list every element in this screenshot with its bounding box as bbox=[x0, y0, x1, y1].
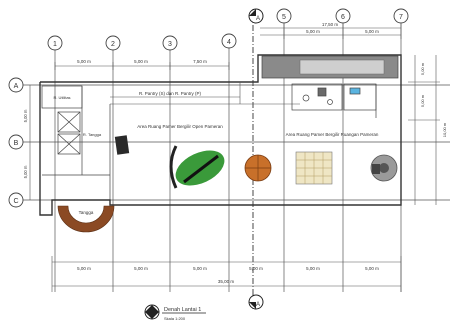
grid-label-4: 4 bbox=[227, 39, 231, 46]
grid-label-6: 6 bbox=[341, 14, 345, 21]
grid-label-1: 1 bbox=[53, 41, 57, 48]
dim-right-3: 10,00 m bbox=[442, 122, 447, 137]
dim-bottom-1: 5,00 m bbox=[77, 266, 91, 271]
dim-bottom-5: 5,00 m bbox=[306, 266, 320, 271]
corridor-label: R. Pantry (S) dan R. Pantry (P) bbox=[139, 91, 202, 96]
grid-label-5: 5 bbox=[282, 14, 286, 21]
dim-bottom-4: 5,00 m bbox=[249, 266, 263, 271]
grid-label-3: 3 bbox=[168, 41, 172, 48]
scale-text: Skala 1:200 bbox=[164, 316, 186, 321]
curved-display-panel bbox=[169, 145, 178, 189]
orange-round-exhibit bbox=[244, 154, 272, 182]
top-dimension-lines bbox=[54, 24, 402, 70]
grid-bubble-1: 1 bbox=[47, 35, 63, 51]
entrance-label: Tangga bbox=[79, 210, 94, 215]
dim-left-2: 5,00 m bbox=[23, 165, 28, 178]
dim-left-1: 5,00 m bbox=[23, 109, 28, 122]
dim-top-right-1: 5,00 m bbox=[306, 29, 320, 34]
grid-bubble-3: 3 bbox=[162, 35, 178, 51]
right-dimension-lines bbox=[408, 55, 440, 205]
grid-label-2: 2 bbox=[111, 41, 115, 48]
grid-bubble-7: 7 bbox=[393, 8, 409, 24]
grid-label-c: C bbox=[13, 198, 18, 205]
section-label-bottom: A bbox=[256, 302, 260, 308]
grid-bubble-6: 6 bbox=[335, 8, 351, 24]
grid-bubble-c: C bbox=[8, 192, 24, 208]
dim-bottom-overall: 35,00 m bbox=[218, 279, 235, 284]
dim-bottom-6: 5,00 m bbox=[365, 266, 379, 271]
grid-bubble-b: B bbox=[8, 134, 24, 150]
seating-grid-exhibit bbox=[295, 151, 333, 185]
bottom-axis-ticks bbox=[51, 256, 402, 292]
section-marker-bottom: A bbox=[248, 294, 264, 310]
grid-label-b: B bbox=[14, 140, 19, 147]
dim-top-2: 5,00 m bbox=[134, 59, 148, 64]
service-block bbox=[41, 85, 111, 200]
round-machine-exhibit bbox=[370, 154, 398, 182]
building-outline bbox=[39, 54, 402, 216]
exhibition-left-label: Area Ruang Pamer Bergilir Open Pameran bbox=[137, 124, 223, 129]
dim-bottom-3: 5,00 m bbox=[193, 266, 207, 271]
title-text: Denah Lantai 1 bbox=[164, 307, 201, 313]
title-block: Denah Lantai 1 Skala 1:200 bbox=[144, 304, 206, 321]
grid-bubble-5: 5 bbox=[276, 8, 292, 24]
section-label-top: A bbox=[256, 16, 260, 22]
grid-label-7: 7 bbox=[399, 14, 403, 21]
left-grid-axes bbox=[22, 84, 450, 201]
dim-bottom-2: 5,00 m bbox=[134, 266, 148, 271]
stair-label: R. Tangga bbox=[83, 132, 102, 137]
dim-top-3: 7,50 m bbox=[193, 59, 207, 64]
exhibition-right-label: Area Ruang Pamer Bergilir Ruangan Pamera… bbox=[286, 132, 379, 137]
dim-top-right-2: 5,00 m bbox=[365, 29, 379, 34]
corridor-strip bbox=[110, 82, 300, 105]
dim-top-1: 5,00 m bbox=[77, 59, 91, 64]
grid-label-a: A bbox=[14, 83, 19, 90]
dim-right-1: 5,00 m bbox=[420, 62, 425, 75]
display-cabinet bbox=[114, 135, 130, 155]
dim-right-2: 5,00 m bbox=[420, 94, 425, 107]
grid-bubble-a: A bbox=[8, 77, 24, 93]
grid-bubble-2: 2 bbox=[105, 35, 121, 51]
service-label: R. Utilitas bbox=[53, 95, 70, 100]
rooftop-light-panel bbox=[299, 59, 385, 75]
green-island-divider bbox=[183, 154, 219, 184]
entrance-stair bbox=[57, 205, 115, 233]
dim-top-overall: 17,50 m bbox=[322, 22, 339, 27]
grid-bubble-4: 4 bbox=[221, 33, 237, 49]
right-service-rooms bbox=[291, 83, 377, 118]
